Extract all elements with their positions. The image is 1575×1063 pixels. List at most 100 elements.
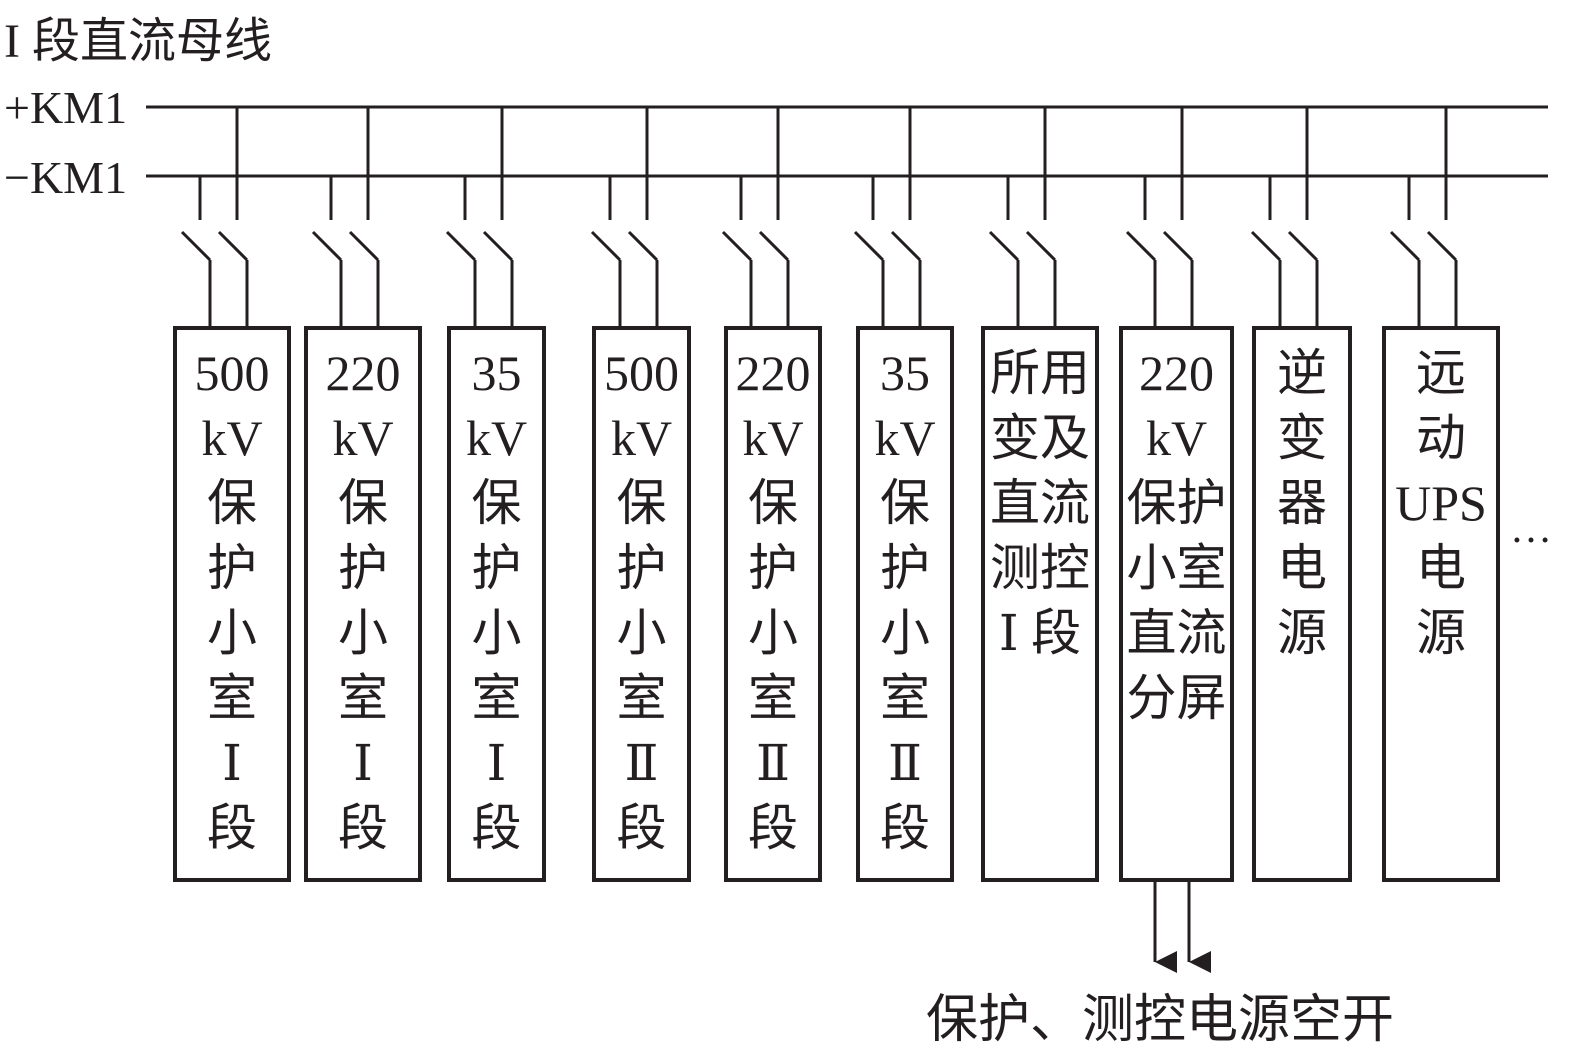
feeder-label-line: 远: [1416, 345, 1466, 401]
feeder-label-line: Ⅰ: [353, 735, 373, 791]
switch-blade-negative: [1250, 230, 1282, 262]
feeder-label-line: 小: [880, 605, 930, 661]
feeder-label-line: 段: [338, 800, 388, 856]
feeder-label-line: 动: [1416, 410, 1466, 466]
feeder-label-line: UPS: [1395, 475, 1487, 531]
feeder-label-line: 护: [748, 540, 798, 596]
feeder-label-line: kV: [611, 410, 672, 466]
feeder-label-line: kV: [332, 410, 393, 466]
switch-blade-negative: [1125, 230, 1157, 262]
feeder-label-line: kV: [742, 410, 803, 466]
switch-blade-negative: [590, 230, 622, 262]
switch-blade-positive: [758, 230, 790, 262]
feeder-label-line: Ⅰ 段: [999, 605, 1081, 661]
feeder-box: [173, 326, 291, 882]
switch-blade-negative: [445, 230, 477, 262]
switch-blade-positive: [1426, 230, 1458, 262]
feeder-label-line: 500: [604, 345, 679, 401]
output-label: 保护、测控电源空开: [926, 992, 1394, 1049]
switch-blade-negative: [853, 230, 885, 262]
feeder-label-line: 护: [617, 540, 667, 596]
feeder-label-line: 电: [1277, 540, 1327, 596]
feeder-label-line: 段: [617, 800, 667, 856]
feeder-box: [1119, 326, 1234, 882]
feeder-box: [981, 326, 1099, 882]
feeder-label-line: 500: [195, 345, 270, 401]
feeder-label-line: kV: [201, 410, 262, 466]
feeder-label-line: 小: [338, 605, 388, 661]
switch-blade-positive: [217, 230, 249, 262]
feeder-label-line: 保: [617, 475, 667, 531]
feeder-label-line: 小: [617, 605, 667, 661]
feeder-box: [447, 326, 546, 882]
feeder-label-line: 所用: [990, 345, 1090, 401]
feeder-label-line: 保护: [1127, 475, 1227, 531]
bus-label-negative: −KM1: [4, 152, 127, 203]
feeder-box: [592, 326, 691, 882]
bus-label-positive: +KM1: [4, 82, 127, 133]
switch-blade-positive: [1025, 230, 1057, 262]
feeder-label-line: 段: [472, 800, 522, 856]
feeder-label-line: 源: [1416, 605, 1466, 661]
switch-blade-negative: [721, 230, 753, 262]
feeder-label-line: kV: [1146, 410, 1207, 466]
feeder-label-line: Ⅰ: [222, 735, 242, 791]
feeder-label-line: 器: [1277, 475, 1327, 531]
feeder-label-line: kV: [466, 410, 527, 466]
switch-blade-negative: [311, 230, 343, 262]
feeder-box: [1252, 326, 1352, 882]
feeder-label-line: 小: [472, 605, 522, 661]
feeder-group: 500kV保护小室Ⅰ段220kV保护小室Ⅰ段35kV保护小室Ⅰ段500kV保护小…: [173, 107, 1500, 882]
feeder-label-line: 段: [207, 800, 257, 856]
feeder-label-line: 220: [736, 345, 811, 401]
feeder-label-line: 保: [207, 475, 257, 531]
switch-blade-negative: [1389, 230, 1421, 262]
feeder-label-line: Ⅰ: [487, 735, 507, 791]
feeder-label-line: 35: [880, 345, 930, 401]
feeder-label-line: 室: [748, 670, 798, 726]
feeder-label-line: 室: [207, 670, 257, 726]
feeder-label-line: 保: [338, 475, 388, 531]
feeder-box: [856, 326, 954, 882]
feeder-label-line: 直流: [1127, 605, 1227, 661]
feeder-label-line: 室: [880, 670, 930, 726]
switch-blade-positive: [890, 230, 922, 262]
continuation-ellipsis: …: [1510, 506, 1552, 552]
switch-blade-positive: [627, 230, 659, 262]
feeder-box: [724, 326, 822, 882]
feeder-label-line: 室: [617, 670, 667, 726]
feeder-label-line: 护: [207, 540, 257, 596]
feeder-label-line: 小: [207, 605, 257, 661]
switch-blade-positive: [348, 230, 380, 262]
feeder-label-line: kV: [874, 410, 935, 466]
feeder-label-line: 保: [472, 475, 522, 531]
feeder-box: [1382, 326, 1500, 882]
feeder-label-line: 保: [748, 475, 798, 531]
feeder-label-line: 电: [1416, 540, 1466, 596]
diagram-title: I 段直流母线: [4, 15, 272, 68]
feeder-label-line: 直流: [990, 475, 1090, 531]
feeder-label-line: 逆: [1277, 345, 1327, 401]
feeder-label-line: 变: [1277, 410, 1327, 466]
feeder-label-line: 护: [472, 540, 522, 596]
feeder-label-line: 护: [880, 540, 930, 596]
feeder-label-line: 源: [1277, 605, 1327, 661]
feeder-label-line: 220: [1139, 345, 1214, 401]
feeder-label-line: Ⅱ: [625, 735, 659, 791]
feeder-box: [304, 326, 422, 882]
feeder-label-line: 35: [472, 345, 522, 401]
feeder-label-line: 室: [472, 670, 522, 726]
feeder-label-line: 室: [338, 670, 388, 726]
switch-blade-positive: [1162, 230, 1194, 262]
feeder-label-line: 保: [880, 475, 930, 531]
feeder-label-line: 220: [326, 345, 401, 401]
feeder-label-line: Ⅱ: [756, 735, 790, 791]
feeder-label-line: 小室: [1127, 540, 1227, 596]
feeder-label-line: 分屏: [1127, 670, 1227, 726]
feeder-label-line: 测控: [990, 540, 1090, 596]
feeder-label-line: 段: [748, 800, 798, 856]
feeder-label-line: 护: [338, 540, 388, 596]
switch-blade-positive: [1287, 230, 1319, 262]
switch-blade-positive: [482, 230, 514, 262]
